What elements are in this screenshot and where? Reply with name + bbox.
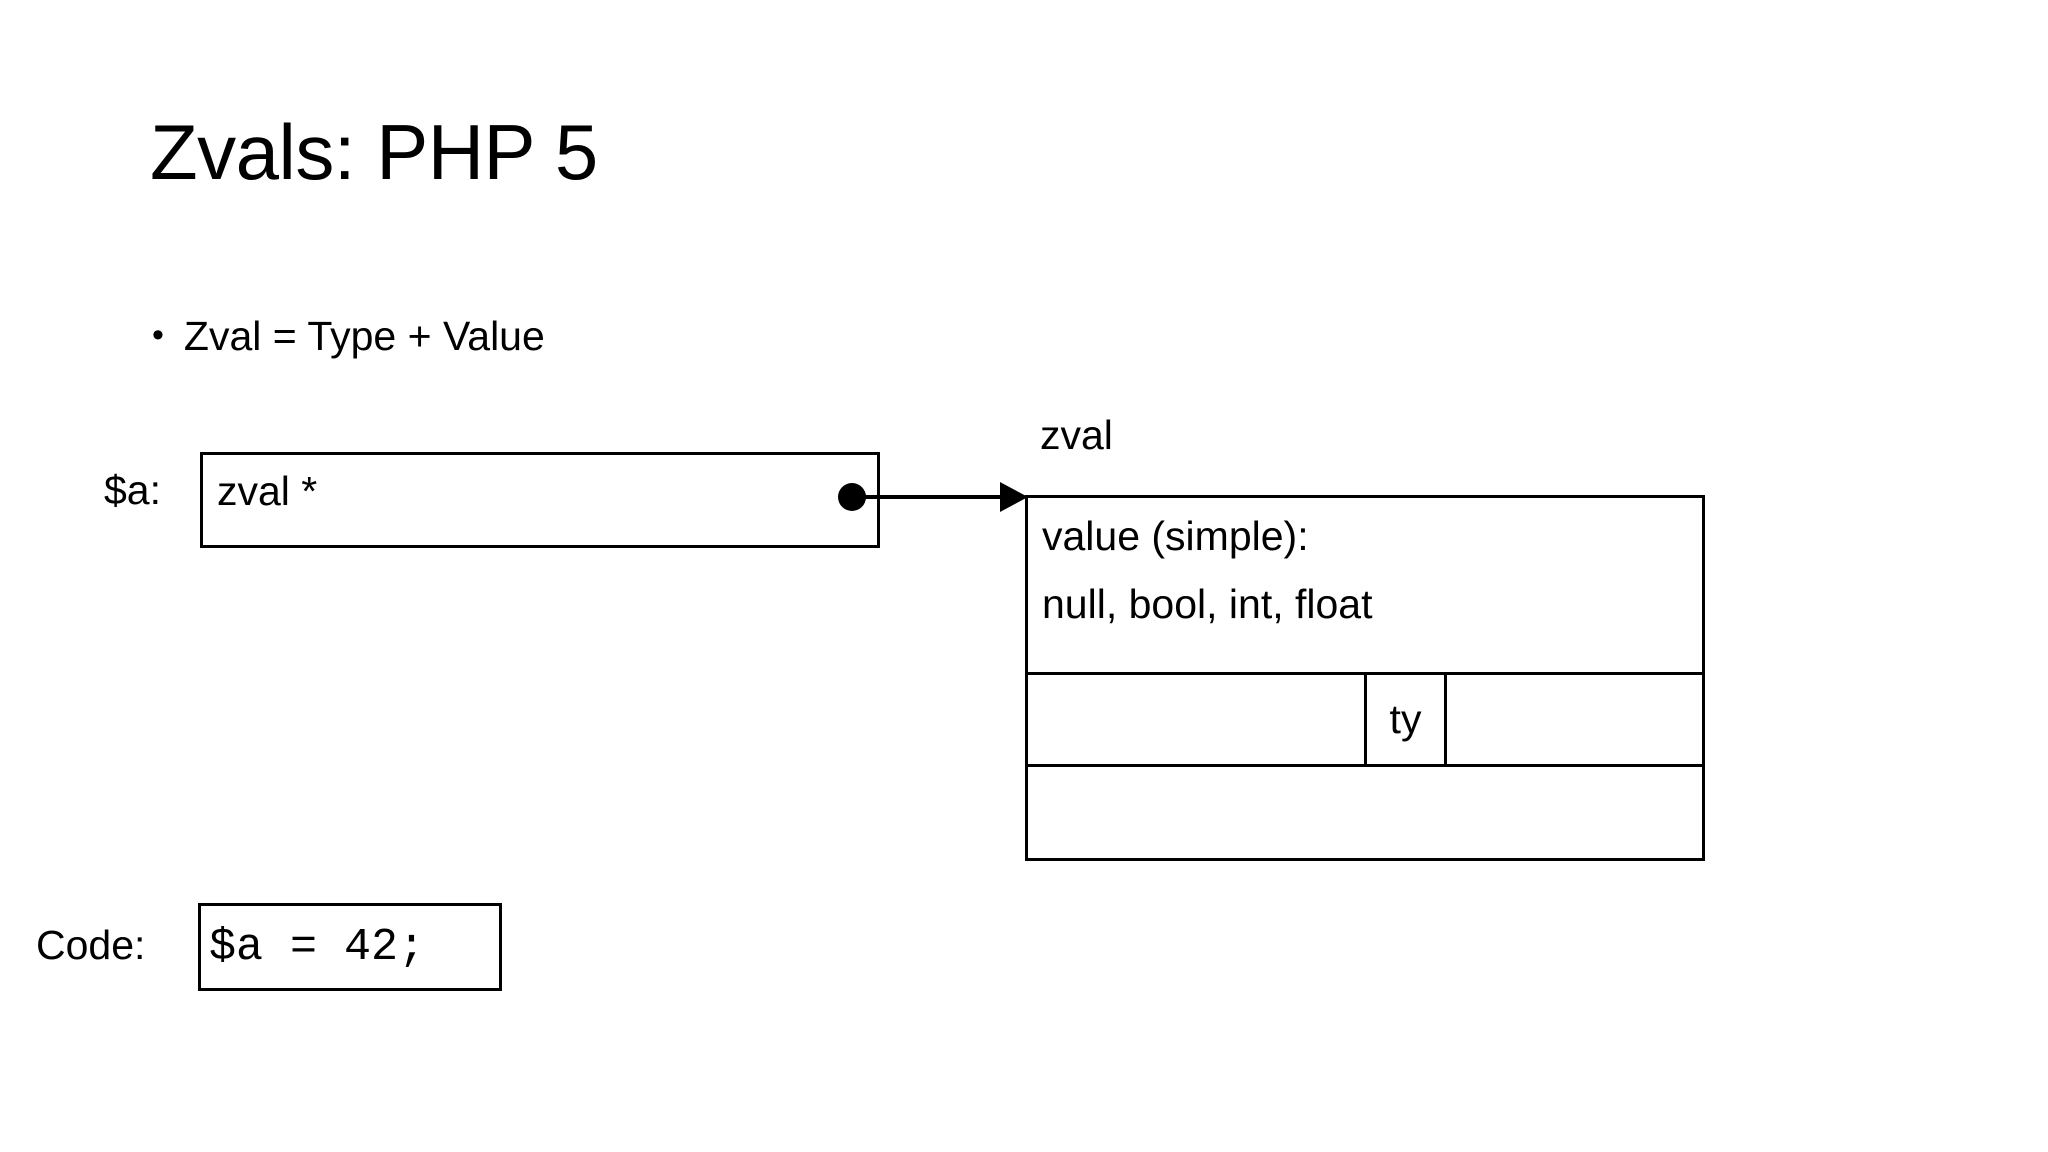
- zval-value-label: value (simple):: [1042, 513, 1309, 559]
- zval-struct-caption: zval: [1040, 412, 1113, 458]
- page-title: Zvals: PHP 5: [150, 108, 598, 196]
- code-label: Code:: [36, 922, 146, 968]
- zval-struct-box: value (simple): null, bool, int, float t…: [1025, 495, 1705, 861]
- variable-label: $a:: [104, 467, 161, 513]
- code-snippet-text: $a = 42;: [209, 921, 426, 973]
- code-snippet-box: $a = 42;: [198, 903, 502, 991]
- bullet-list-item: • Zval = Type + Value: [152, 312, 545, 361]
- zval-value-types: null, bool, int, float: [1042, 581, 1373, 627]
- pointer-type-text: zval *: [217, 468, 318, 514]
- zval-extra-row: [1028, 763, 1702, 858]
- zval-type-cell-left: [1028, 675, 1364, 764]
- bullet-marker-icon: •: [152, 316, 164, 354]
- zval-type-row: ty: [1028, 671, 1702, 764]
- zval-type-cell-right: [1447, 675, 1702, 764]
- pointer-variable-box: zval *: [200, 452, 880, 548]
- pointer-arrow-icon: [854, 482, 1028, 512]
- bullet-text: Zval = Type + Value: [183, 313, 545, 359]
- zval-value-row: value (simple): null, bool, int, float: [1028, 498, 1702, 672]
- zval-type-cell-ty: ty: [1364, 674, 1447, 764]
